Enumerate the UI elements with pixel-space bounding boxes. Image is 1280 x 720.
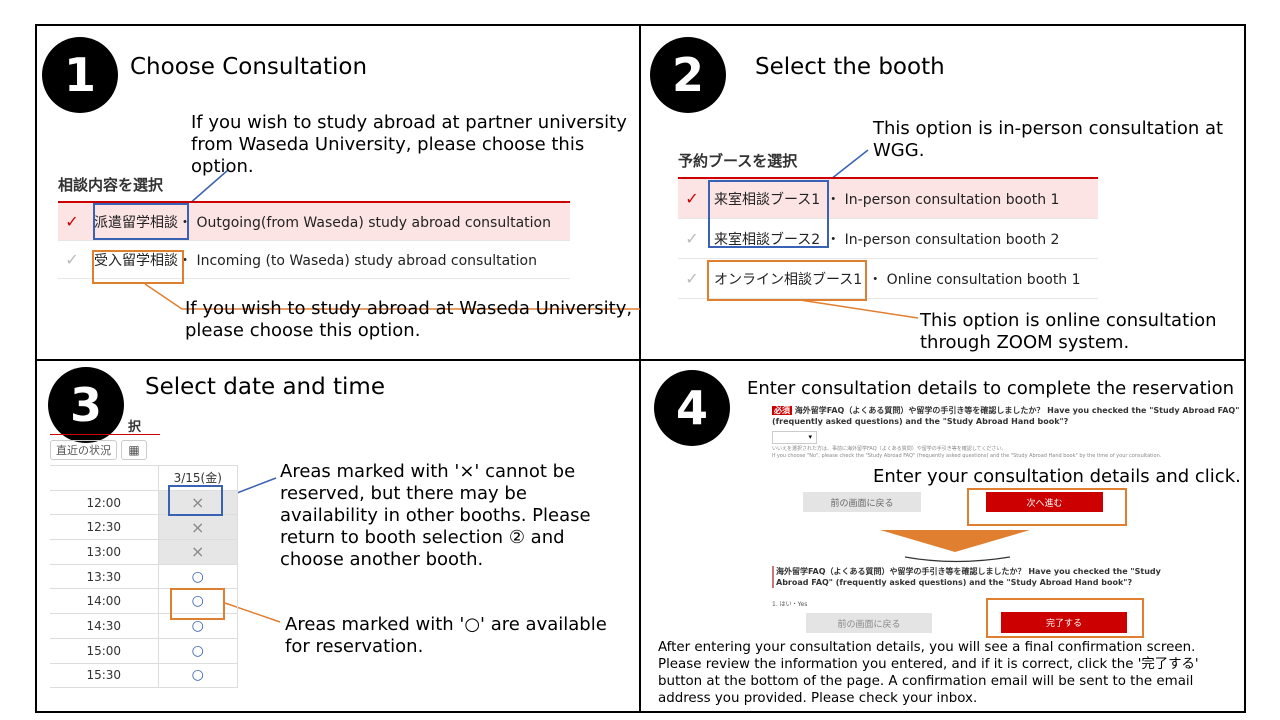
back-button[interactable]: 前の画面に戻る [806,613,932,633]
booth-option-online-1[interactable]: ✓ オンライン相談ブース1 ・ Online consultation booth … [678,259,1098,299]
section-label: 予約ブースを選択 [678,152,798,170]
highlight-box [967,488,1127,526]
highlight-box [93,203,189,240]
step-number: 3 [48,367,124,443]
section-underline [58,201,570,203]
check-icon: ✓ [65,212,79,231]
note-en: If you choose "No", please check the "St… [772,453,1162,459]
check-icon: ✓ [65,250,79,269]
slot-time: 12:30 [50,514,159,541]
highlight-box [708,180,829,248]
time-slot-row: 12:00× [50,489,238,516]
answer-select[interactable]: ▾ [772,431,817,444]
check-icon: ✓ [685,229,699,248]
callout-text: Areas marked with '○' are available for … [285,614,607,657]
instructions-text: After entering your consultation details… [658,639,1243,707]
section-underline [50,434,160,435]
answer-value: 1. はい・Yes [772,601,808,608]
next-button[interactable]: 次へ進む [986,492,1103,512]
slot-time: 15:30 [50,662,159,689]
slot-time: 13:30 [50,563,159,590]
callout-text: This option is online consultation throu… [920,310,1217,353]
slot-available[interactable]: ○ [157,637,238,664]
slot-unavailable: × [157,539,238,565]
booth-option-inperson-2[interactable]: ✓ 来室相談ブース2 ・ In-person consultation booth … [678,219,1098,259]
highlight-box [170,588,225,620]
time-slot-row: 15:00○ [50,637,238,664]
note-text: いいえを選択された方は、事前に海外留学FAQ（よくある質問）や留学の手引き等を確… [772,446,1242,460]
time-slot-row: 15:30○ [50,662,238,689]
option-label-jp: 来室相談ブース1 [714,191,821,208]
overlay-instruction: Enter your consultation details and clic… [873,466,1241,487]
consultation-option-outgoing[interactable]: ✓ 派遣留学相談・ Outgoing(from Waseda) study abr… [58,203,570,241]
highlight-box [92,250,184,284]
section-label: 択 [128,420,142,435]
option-label-jp: 派遣留学相談 [94,214,178,231]
option-label-en: ・ In-person consultation booth 1 [826,191,1060,208]
question-jp: 海外留学FAQ（よくある質問）や留学の手引き等を確認しましたか？ [776,567,1026,576]
consultation-option-incoming[interactable]: ✓ 受入留学相談・ Incoming (to Waseda) study abro… [58,241,570,279]
step-title: Select date and time [145,374,385,400]
check-icon: ✓ [685,269,699,288]
required-badge: 必須 [772,406,792,415]
note-jp: いいえを選択された方は、事前に海外留学FAQ（よくある質問）や留学の手引き等を確… [772,446,1007,452]
callout-text: Areas marked with '×' cannot be reserved… [280,461,591,570]
slot-time: 13:00 [50,539,159,565]
check-icon: ✓ [685,189,699,208]
callout-text: If you wish to study abroad at Waseda Un… [185,298,633,341]
slot-time: 14:30 [50,613,159,639]
callout-text: If you wish to study abroad at partner u… [191,112,627,177]
step-number: 2 [650,37,726,113]
step-title: Enter consultation details to complete t… [747,378,1235,399]
question-text: 必須 海外留学FAQ（よくある質問）や留学の手引き等を確認しましたか？ Have… [772,405,1242,427]
time-slot-row: 12:30× [50,514,238,541]
complete-button[interactable]: 完了する [1001,612,1127,633]
step-number: 1 [42,37,118,113]
recent-status-button[interactable]: 直近の状況 [50,440,117,460]
question-jp: 海外留学FAQ（よくある質問）や留学の手引き等を確認しましたか？ [794,406,1045,415]
slot-available[interactable]: ○ [157,563,238,590]
question-en: Have you checked the "Study Abroad FAQ" … [776,567,1161,587]
time-slot-row: 13:00× [50,539,238,565]
option-label-jp: 来室相談ブース2 [714,231,821,248]
back-button[interactable]: 前の画面に戻る [803,492,921,512]
slot-time: 14:00 [50,588,159,615]
question-en: Have you checked the "Study Abroad FAQ" … [772,406,1240,426]
option-label-en: ・ In-person consultation booth 2 [826,231,1060,248]
slot-unavailable: × [157,514,238,541]
highlight-box [168,485,223,516]
divider [35,359,1246,361]
highlight-box [986,598,1144,638]
booth-option-inperson-1[interactable]: ✓ 来室相談ブース1 ・ In-person consultation booth … [678,179,1098,219]
option-label-jp: オンライン相談ブース1 [714,271,863,288]
slot-time: 12:00 [50,489,159,516]
section-label: 相談内容を選択 [58,176,164,194]
calendar-icon[interactable]: ▦ [121,440,147,460]
section-underline [678,177,1098,179]
time-slot-row: 13:30○ [50,563,238,590]
slot-unavailable: × [157,489,238,516]
slot-time: 15:00 [50,637,159,664]
option-label-jp: 受入留学相談 [94,252,178,269]
divider [639,24,641,713]
step-number: 4 [654,370,730,446]
question-text-confirm: 海外留学FAQ（よくある質問）や留学の手引き等を確認しましたか？ Have yo… [772,566,1182,588]
highlight-box [707,260,867,301]
step-title: Select the booth [755,54,945,80]
slot-available[interactable]: ○ [157,662,238,689]
option-label-en: ・ Incoming (to Waseda) study abroad cons… [178,252,537,269]
option-label-en: ・ Online consultation booth 1 [868,271,1081,288]
time-slot-row: 14:30○ [50,613,238,639]
callout-text: This option is in-person consultation at… [873,118,1224,161]
option-label-en: ・ Outgoing(from Waseda) study abroad con… [178,214,551,231]
step-title: Choose Consultation [130,54,368,80]
